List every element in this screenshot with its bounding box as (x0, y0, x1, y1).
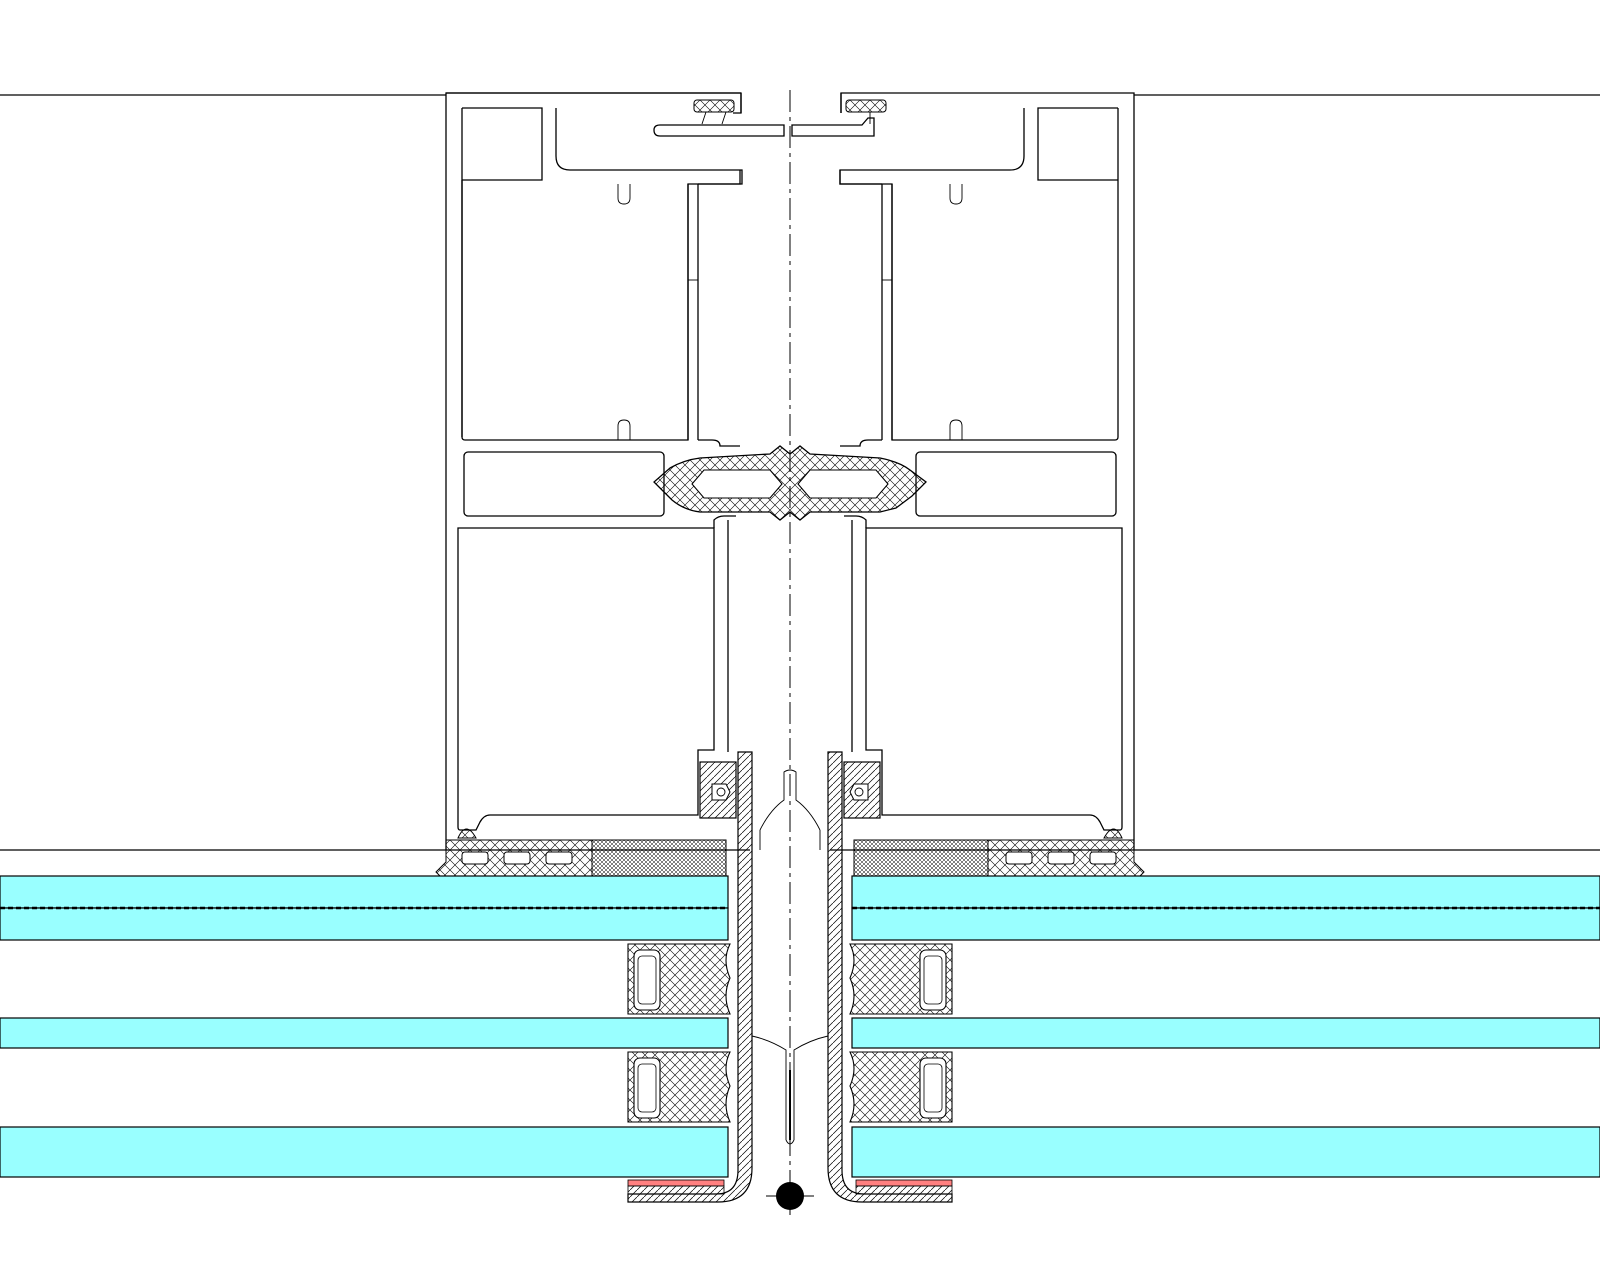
cover-fins (627, 751, 953, 1203)
outer-gaskets (435, 828, 1145, 877)
glass-outer-right (851, 875, 1600, 909)
reference-point (766, 1182, 814, 1210)
spacers (627, 943, 953, 1123)
glass-inner-right (851, 907, 1600, 941)
top-clip-assembly (653, 99, 887, 137)
glass-bottom-right (851, 1126, 1600, 1178)
glass-inner-left (0, 907, 729, 941)
mullion-profile-right (830, 92, 1135, 851)
mullion-profile-left (445, 92, 750, 851)
background-lines (0, 94, 1600, 851)
anchor-blocks (699, 761, 881, 819)
joint-seals (751, 769, 829, 1145)
glass-panes (0, 875, 1600, 1178)
glass-middle-left (0, 1017, 729, 1049)
glass-middle-right (851, 1017, 1600, 1049)
glass-outer-left (0, 875, 729, 909)
glass-bottom-left (0, 1126, 729, 1178)
thermal-break (653, 445, 927, 521)
